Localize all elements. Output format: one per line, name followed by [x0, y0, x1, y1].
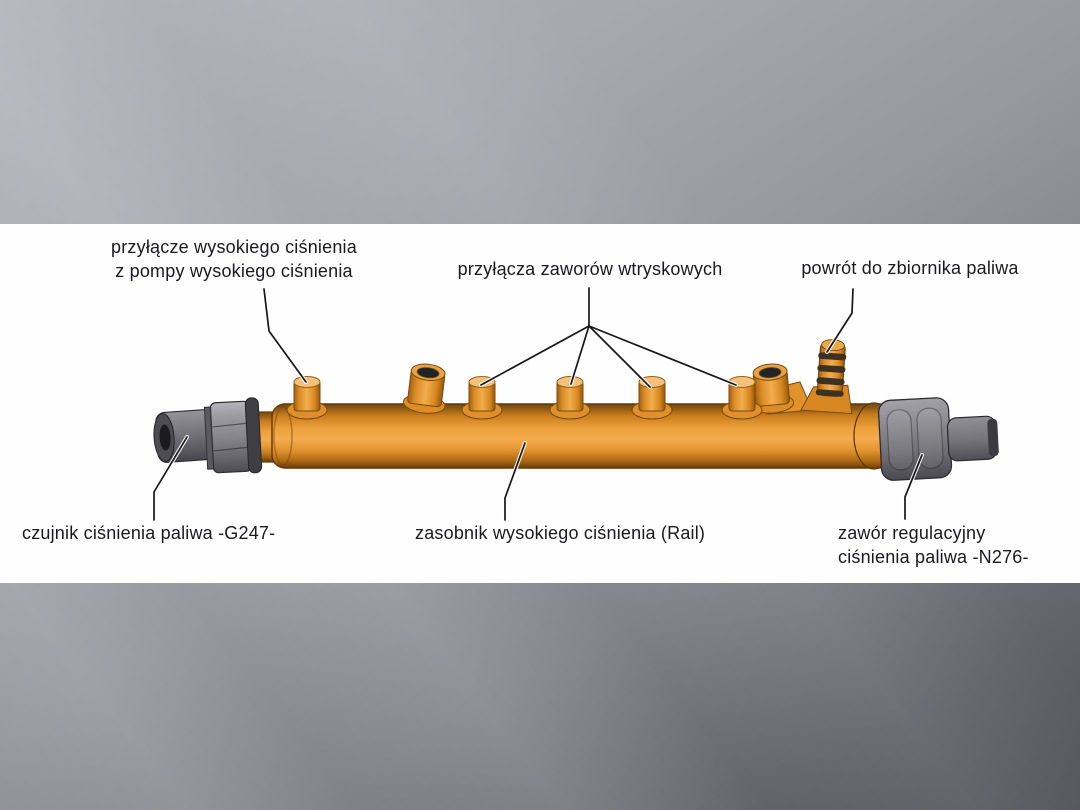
pressure-regulating-valve: [877, 397, 999, 481]
label-hp-inlet: przyłącze wysokiego ciśnienia z pompy wy…: [88, 235, 380, 283]
hp-inlet-port: [286, 376, 328, 420]
leader-lines: [152, 286, 924, 522]
label-pressure-valve-line2: ciśnienia paliwa -N276-: [838, 547, 1029, 567]
injector-port-4: [721, 376, 763, 420]
fuel-return-nipple: [800, 339, 853, 415]
label-pressure-valve-line1: zawór regulacyjny: [838, 523, 986, 543]
label-fuel-return-text: powrót do zbiornika paliwa: [801, 258, 1019, 278]
label-injector-ports: przyłącza zaworów wtryskowych: [448, 257, 732, 281]
label-rail-body-text: zasobnik wysokiego ciśnienia (Rail): [415, 523, 706, 543]
label-pressure-sensor: czujnik ciśnienia paliwa -G247-: [22, 521, 275, 545]
label-hp-inlet-line1: przyłącze wysokiego ciśnienia: [111, 237, 357, 257]
label-fuel-return: powrót do zbiornika paliwa: [788, 256, 1032, 280]
label-pressure-valve: zawór regulacyjny ciśnienia paliwa -N276…: [838, 521, 1029, 569]
label-injector-ports-text: przyłącza zaworów wtryskowych: [457, 259, 723, 279]
label-pressure-sensor-text: czujnik ciśnienia paliwa -G247-: [22, 523, 276, 543]
mounting-boss-left: [402, 363, 446, 414]
injector-port-1: [461, 376, 503, 420]
label-rail-body: zasobnik wysokiego ciśnienia (Rail): [415, 521, 705, 545]
label-hp-inlet-line2: z pompy wysokiego ciśnienia: [115, 261, 353, 281]
hex-nut: [203, 397, 263, 474]
mounting-boss-right: [751, 363, 795, 414]
injector-port-3: [631, 376, 673, 420]
